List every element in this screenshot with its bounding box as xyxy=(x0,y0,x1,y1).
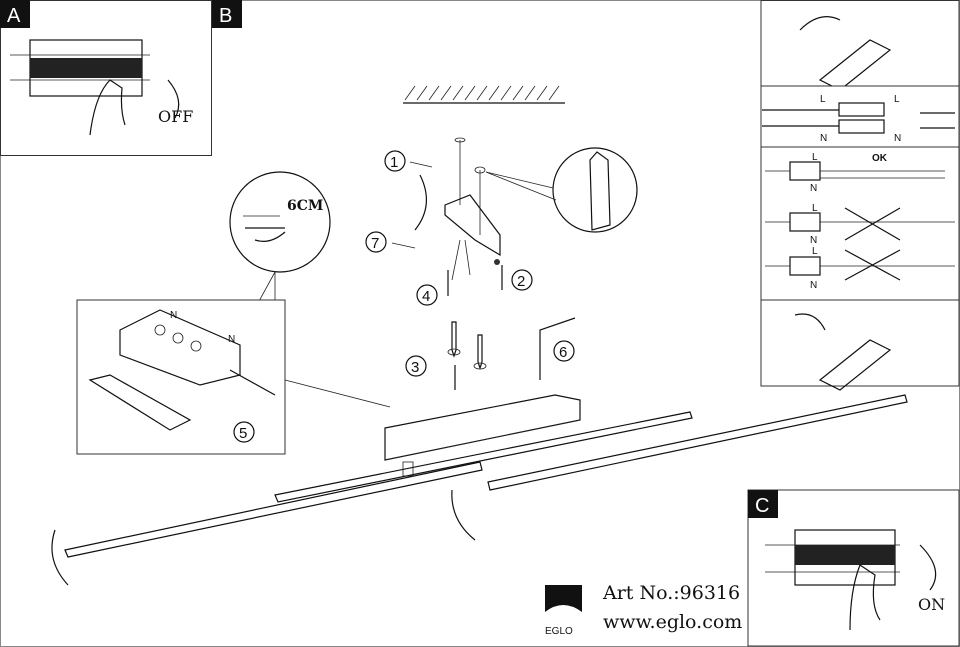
panel-a-badge xyxy=(0,0,30,28)
step-1: 1 xyxy=(384,150,433,231)
svg-text:L: L xyxy=(812,152,818,163)
svg-text:5: 5 xyxy=(239,425,247,442)
svg-text:6: 6 xyxy=(559,344,567,361)
strip-length-label: 6CM xyxy=(287,198,323,214)
step-4: 4 xyxy=(416,270,449,306)
wiring-panel-checks: L OK N L N L N xyxy=(760,146,960,301)
panel-a: A OFF xyxy=(0,0,212,156)
rotate-arrow-icon xyxy=(919,544,937,591)
step-3: 3 xyxy=(405,355,456,390)
wrong-cross-icon xyxy=(844,249,901,281)
wall-plug-detail xyxy=(552,147,638,233)
svg-text:N: N xyxy=(810,183,817,194)
lamp-body xyxy=(51,394,908,586)
svg-text:N: N xyxy=(228,334,235,345)
svg-text:L: L xyxy=(812,246,818,257)
svg-text:2: 2 xyxy=(517,273,525,290)
hand-icon xyxy=(849,564,881,631)
svg-text:L: L xyxy=(820,94,826,105)
svg-text:3: 3 xyxy=(411,359,419,376)
step-2: 2 xyxy=(501,265,533,291)
svg-text:N: N xyxy=(820,133,827,144)
ok-label: OK xyxy=(872,153,888,164)
circuit-breaker-icon xyxy=(10,39,150,97)
panel-c: C ON xyxy=(747,489,960,647)
eglo-logo: EGLO xyxy=(545,585,582,637)
svg-text:1: 1 xyxy=(390,154,398,171)
panel-b-label: B xyxy=(219,5,232,27)
svg-text:L: L xyxy=(812,203,818,214)
step-7: 7 xyxy=(365,231,416,253)
hand-icon xyxy=(89,79,126,136)
on-label: ON xyxy=(918,595,945,614)
wiring-panel-open xyxy=(760,0,960,91)
rotate-arrow-icon xyxy=(167,79,180,119)
article-number: Art No.:96316 xyxy=(602,582,740,604)
wiring-panel-terminal: L L N N xyxy=(760,85,960,148)
ceiling-hatch xyxy=(403,85,565,104)
svg-text:N: N xyxy=(894,133,901,144)
panel-c-label: C xyxy=(755,495,769,517)
terminal-detail-box: N N xyxy=(76,299,391,455)
step-6: 6 xyxy=(539,317,576,380)
panel-a-label: A xyxy=(7,5,21,27)
website-link: www.eglo.com xyxy=(603,611,742,633)
panel-c-badge xyxy=(748,490,778,518)
svg-text:N: N xyxy=(810,280,817,291)
svg-text:N: N xyxy=(810,235,817,246)
svg-text:4: 4 xyxy=(422,288,430,305)
brand-name: EGLO xyxy=(545,626,573,637)
svg-text:L: L xyxy=(894,94,900,105)
wall-plug-icon xyxy=(589,151,611,231)
svg-text:N: N xyxy=(170,310,177,321)
step-5: 5 xyxy=(233,421,255,443)
circuit-breaker-icon xyxy=(765,529,900,586)
screw-icon xyxy=(447,321,487,370)
panel-b-badge xyxy=(212,0,242,28)
wiring-panel-closed xyxy=(760,299,960,391)
off-label: OFF xyxy=(158,107,193,126)
wrong-cross-icon xyxy=(844,207,901,241)
mounting-bracket xyxy=(444,137,501,281)
svg-text:7: 7 xyxy=(371,235,379,252)
